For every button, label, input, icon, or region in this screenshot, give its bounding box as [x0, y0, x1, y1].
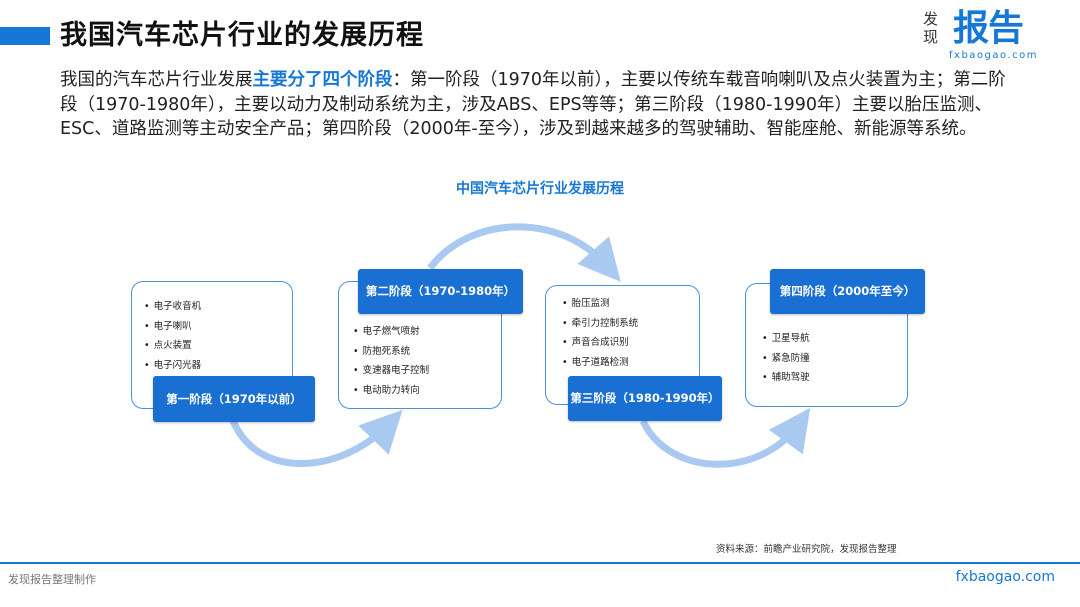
arrow-stage3-to-stage4 [639, 407, 811, 468]
stage-item: 防抱死系统 [353, 342, 429, 362]
stage-item: 胎压监测 [562, 294, 638, 314]
stage-4-items: 卫星导航 紧急防撞 辅助驾驶 [762, 329, 810, 388]
stage-item: 紧急防撞 [762, 349, 810, 369]
stage-item: 变速器电子控制 [353, 361, 430, 381]
stage-item: 电动助力转向 [353, 381, 429, 401]
stage-item: 辅助驾驶 [762, 368, 810, 388]
intro-body: ：第一阶段（1970年以前），主要以传统车载音响喇叭及点火装置为主；第二阶段（1… [60, 70, 1006, 139]
intro-prefix: 我国的汽车芯片行业发展 [60, 70, 253, 90]
stage-item: 声音合成识别 [562, 333, 638, 353]
stage-item: 电子道路检测 [562, 353, 638, 373]
source-note: 资料来源：前瞻产业研究院，发现报告整理 [716, 544, 897, 555]
stage-item: 电子燃气喷射 [353, 322, 429, 342]
stage-item: 电子喇叭 [144, 317, 201, 337]
logo-url: fxbaogao.com [949, 50, 1038, 61]
intro-paragraph: 我国的汽车芯片行业发展主要分了四个阶段：第一阶段（1970年以前），主要以传统车… [60, 68, 1010, 142]
arrow-stage2-to-stage3 [427, 223, 621, 282]
page-title: 我国汽车芯片行业的发展历程 [60, 20, 424, 51]
logo-big-text: 报告 [953, 8, 1024, 49]
intro-highlight: 主要分了四个阶段 [252, 70, 393, 90]
diagram-title: 中国汽车芯片行业发展历程 [456, 181, 624, 197]
footer-divider [0, 562, 1080, 564]
stage-item: 电子闪光器 [144, 356, 202, 376]
stage-item: 电子收音机 [144, 297, 202, 317]
stage-item: 牵引力控制系统 [562, 314, 639, 334]
stage-4-label: 第四阶段（2000年至今） [770, 269, 925, 314]
stage-2-label: 第二阶段（1970-1980年） [358, 269, 523, 314]
title-accent-bar [0, 27, 50, 45]
stage-2-items: 电子燃气喷射 防抱死系统 变速器电子控制 电动助力转向 [353, 322, 430, 401]
arrow-stage1-to-stage2 [228, 409, 403, 467]
stage-3-label: 第三阶段（1980-1990年） [568, 376, 722, 421]
footer-site-link[interactable]: fxbaogao.com [955, 569, 1055, 585]
stage-1-label: 第一阶段（1970年以前） [153, 376, 315, 422]
brand-logo[interactable]: 发现 报告 fxbaogao.com [923, 8, 1063, 64]
stage-1-items: 电子收音机 电子喇叭 点火装置 电子闪光器 [144, 297, 202, 376]
stage-item: 点火装置 [144, 336, 201, 356]
footer-credit: 发现报告整理制作 [8, 573, 96, 586]
logo-small-text: 发现 [923, 10, 939, 46]
stage-item: 卫星导航 [762, 329, 810, 349]
stage-3-items: 胎压监测 牵引力控制系统 声音合成识别 电子道路检测 [562, 294, 639, 373]
